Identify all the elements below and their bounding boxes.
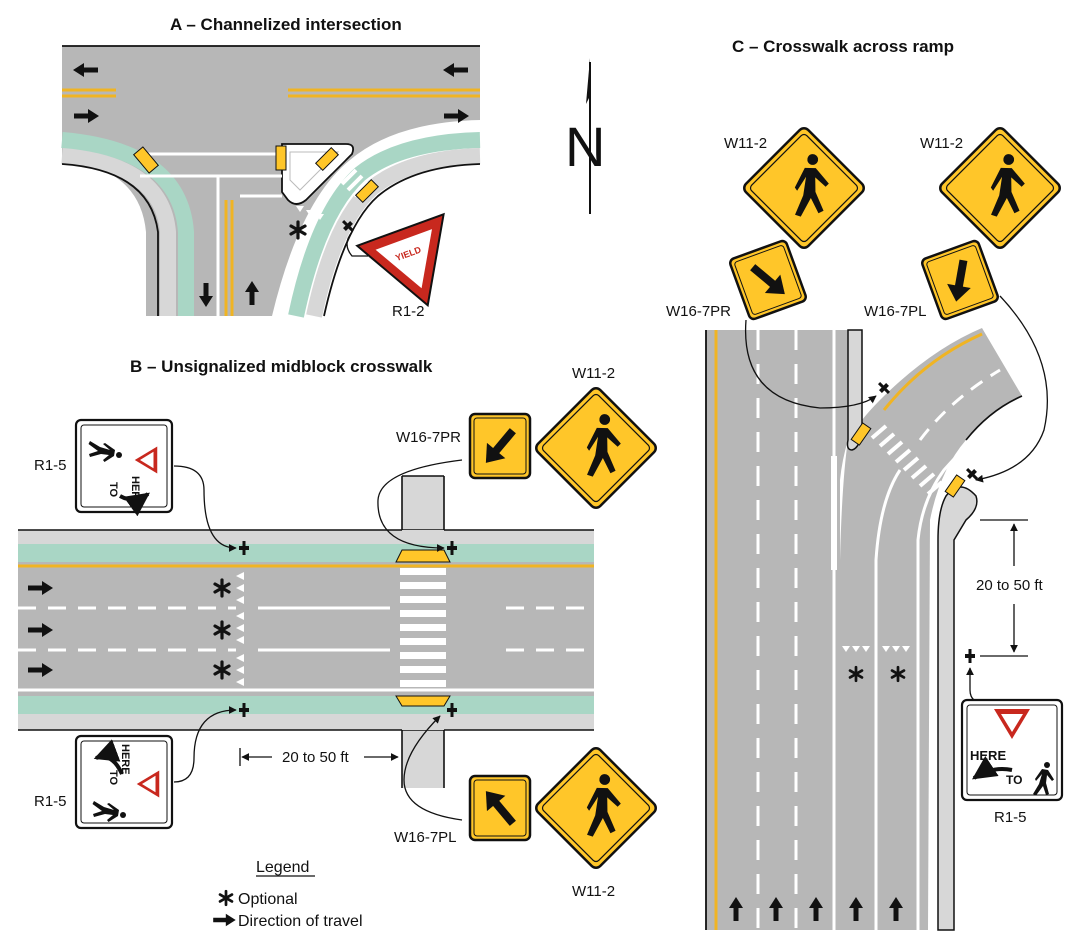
- north-letter: N: [565, 115, 605, 178]
- w11-2-label-c-right: W11-2: [920, 135, 963, 152]
- w11-2-label-b-upper: W11-2: [572, 365, 615, 382]
- r1-5-label-c: R1-5: [994, 809, 1027, 826]
- svg-text:TO: TO: [107, 770, 119, 786]
- r1-2-label: R1-2: [392, 303, 425, 320]
- w16-7pl-label-b: W16-7PL: [394, 829, 457, 846]
- w16-7pr-plaque-c: [727, 238, 809, 322]
- panel-c-ramp-crosswalk: 20 to 50 ft W11-2 W16-7PR W11-2 W16-7PL: [666, 124, 1064, 931]
- w16-7pl-label-c: W16-7PL: [864, 303, 927, 320]
- w11-2-sign-b-lower: [532, 744, 660, 872]
- legend-title: Legend: [256, 859, 309, 876]
- w16-7pl-plaque-c: [919, 238, 1001, 322]
- svg-text:HERE: HERE: [119, 744, 131, 775]
- panel-a-channelized-intersection: YIELD R1-2: [61, 45, 481, 320]
- svg-text:HERE: HERE: [970, 748, 1006, 763]
- legend-direction: Direction of travel: [238, 913, 363, 930]
- north-arrow: N: [565, 58, 605, 214]
- svg-text:TO: TO: [107, 482, 119, 498]
- panel-b-midblock-crosswalk: 20 to 50 ft HERE TO R1-5 HERE TO R1-5: [18, 365, 660, 900]
- w16-7pr-label-c: W16-7PR: [666, 303, 731, 320]
- w16-7pr-plaque-b: [468, 412, 532, 480]
- svg-text:TO: TO: [1006, 773, 1022, 787]
- r1-5-sign-lower: HERE TO: [74, 734, 174, 830]
- w11-2-sign-b-upper: [532, 384, 660, 512]
- r1-5-label-upper: R1-5: [34, 457, 67, 474]
- legend: Legend Optional Direction of travel: [213, 859, 363, 930]
- panel-b-title: B – Unsignalized midblock crosswalk: [130, 357, 433, 376]
- r1-5-label-lower: R1-5: [34, 793, 67, 810]
- w11-2-label-b-lower: W11-2: [572, 883, 615, 900]
- legend-optional: Optional: [238, 891, 298, 908]
- r1-2-yield-sign: YIELD: [355, 212, 445, 308]
- r1-5-sign-upper: HERE TO: [74, 418, 174, 517]
- panel-c-title: C – Crosswalk across ramp: [732, 37, 954, 56]
- w16-7pr-label-b: W16-7PR: [396, 429, 461, 446]
- distance-b-label: 20 to 50 ft: [282, 749, 350, 766]
- w11-2-label-c-left: W11-2: [724, 135, 767, 152]
- w16-7pl-plaque-b: [468, 774, 532, 842]
- svg-text:HERE: HERE: [129, 476, 141, 507]
- panel-a-title: A – Channelized intersection: [170, 15, 402, 34]
- distance-c-label: 20 to 50 ft: [976, 577, 1044, 594]
- r1-5-sign-c: HERE TO: [960, 698, 1064, 802]
